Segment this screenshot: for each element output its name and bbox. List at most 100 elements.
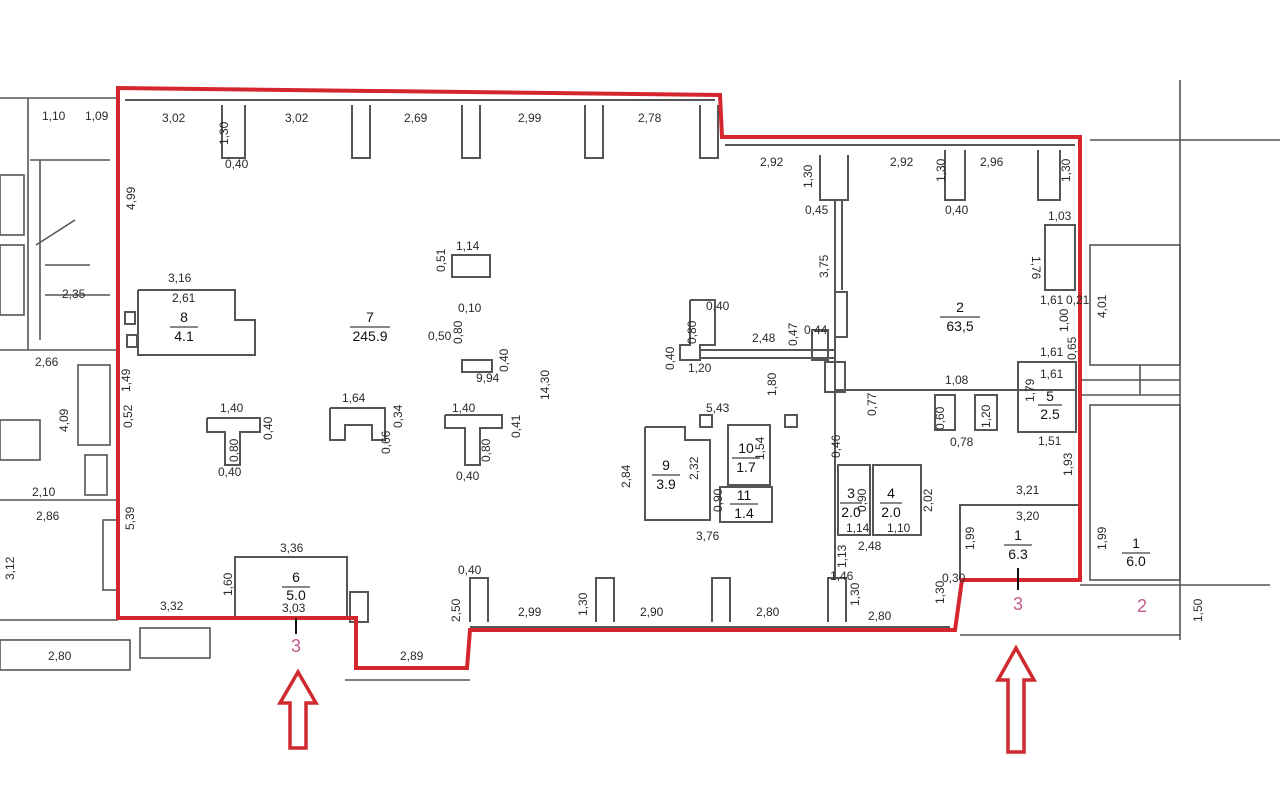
dimension-label: 1,49 (119, 368, 133, 392)
dimension-label: 1,30 (217, 121, 231, 145)
dimension-labels: 1,10 1,09 3,02 1,30 3,02 2,69 2,99 2,78 … (3, 109, 1205, 663)
svg-text:2: 2 (956, 299, 964, 315)
dimension-label: 5,43 (706, 401, 730, 415)
room-1-adjacent: 1 6.0 (1122, 535, 1150, 569)
room-2: 2 63,5 (940, 299, 980, 334)
section-marks: 3 3 2 (291, 594, 1147, 656)
dimension-label: 2,50 (449, 598, 463, 622)
section-mark: 2 (1137, 596, 1147, 616)
dimension-label: 1,64 (342, 391, 366, 405)
svg-text:4: 4 (887, 485, 895, 501)
svg-text:6: 6 (292, 569, 300, 585)
svg-text:6.3: 6.3 (1008, 546, 1028, 562)
dimension-label: 0,77 (865, 392, 879, 416)
dimension-label: 0,40 (225, 157, 249, 171)
dimension-label: 1,30 (1059, 158, 1073, 182)
dimension-label: 3,16 (168, 271, 192, 285)
dimension-label: 1,40 (220, 401, 244, 415)
svg-text:11: 11 (737, 487, 752, 503)
dimension-label: 0,60 (933, 406, 947, 430)
dimension-label: 0,41 (509, 414, 523, 438)
dimension-label: 2,35 (62, 287, 86, 301)
svg-text:2.5: 2.5 (1040, 406, 1060, 422)
dimension-label: 0,46 (829, 434, 843, 458)
dimension-label: 0,40 (945, 203, 969, 217)
dimension-label: 1,93 (1061, 452, 1075, 476)
dimension-label: 2,86 (36, 509, 60, 523)
dimension-label: 2,48 (752, 331, 776, 345)
room-6: 6 5.0 (282, 569, 310, 603)
room-1: 1 6.3 (1004, 527, 1032, 562)
dimension-label: 1,30 (933, 580, 947, 604)
dimension-label: 0,40 (497, 348, 511, 372)
room-10: 10 1.7 (732, 440, 760, 475)
dimension-label: 0,40 (706, 299, 730, 313)
dimension-label: 3,12 (3, 556, 17, 580)
dimension-label: 2,89 (400, 649, 424, 663)
dimension-label: 0,78 (950, 435, 974, 449)
dimension-label: 2,10 (32, 485, 56, 499)
dimension-label: 0,90 (855, 488, 869, 512)
dimension-label: 9,94 (476, 371, 500, 385)
dimension-label: 0,80 (227, 438, 241, 462)
dimension-label: 2,80 (48, 649, 72, 663)
dimension-label: 1,79 (1023, 378, 1037, 402)
section-mark: 3 (291, 636, 301, 656)
dimension-label: 1,10 (887, 521, 911, 535)
dimension-label: 1,08 (945, 373, 969, 387)
svg-text:1.7: 1.7 (736, 459, 756, 475)
dimension-label: 3,02 (285, 111, 309, 125)
room-9: 9 3.9 (652, 457, 680, 492)
entrance-arrow-right (995, 644, 1037, 754)
svg-text:9: 9 (662, 457, 670, 473)
dimension-label: 3,03 (282, 601, 306, 615)
dimension-label: 1,50 (1191, 598, 1205, 622)
svg-text:8: 8 (180, 309, 188, 325)
dimension-label: 0,34 (391, 404, 405, 428)
dimension-label: 1,20 (979, 404, 993, 428)
dimension-label: 14,30 (538, 370, 552, 400)
dimension-label: 2,80 (756, 605, 780, 619)
dimension-label: 2,69 (404, 111, 428, 125)
dimension-label: 0,30 (942, 571, 966, 585)
room-3: 3 2.0 (840, 485, 862, 520)
svg-text:1: 1 (1132, 535, 1140, 551)
dimension-label: 1,61 (1040, 345, 1064, 359)
dimension-label: 3,76 (696, 529, 720, 543)
dimension-label: 0,80 (685, 320, 699, 344)
dimension-label: 2,92 (760, 155, 784, 169)
svg-text:5.0: 5.0 (286, 587, 306, 603)
dimension-label: 0,66 (379, 430, 393, 454)
svg-text:245.9: 245.9 (352, 328, 387, 344)
dimension-label: 2,61 (172, 291, 196, 305)
dimension-label: 0,80 (451, 320, 465, 344)
dimension-label: 2,99 (518, 111, 542, 125)
room-4: 4 2.0 (880, 485, 902, 520)
dimension-label: 1,46 (830, 569, 854, 583)
dimension-label: 0,10 (458, 301, 482, 315)
dimension-label: 1,51 (1038, 434, 1062, 448)
dimension-label: 0,21 (1066, 293, 1090, 307)
dimension-label: 3,02 (162, 111, 186, 125)
dimension-label: 0,45 (805, 203, 829, 217)
adjacent-walls-left (0, 97, 470, 681)
dimension-label: 2,48 (858, 539, 882, 553)
svg-text:4.1: 4.1 (174, 328, 194, 344)
dimension-label: 1,61 (1040, 293, 1064, 307)
dimension-label: 1,13 (835, 544, 849, 568)
dimension-label: 1,99 (963, 526, 977, 550)
entrance-arrow-left (276, 668, 320, 750)
svg-text:1: 1 (1014, 527, 1022, 543)
dimension-label: 1,03 (1048, 209, 1072, 223)
dimension-label: 1,76 (1029, 256, 1043, 280)
dimension-label: 4,01 (1095, 294, 1109, 318)
dimension-label: 3,21 (1016, 483, 1040, 497)
dimension-label: 3,75 (817, 254, 831, 278)
dimension-label: 0,40 (456, 469, 480, 483)
svg-text:63,5: 63,5 (946, 318, 973, 334)
dimension-label: 2,32 (687, 456, 701, 480)
leased-area-boundary (116, 85, 1082, 670)
dimension-label: 1,54 (753, 436, 767, 460)
svg-text:6.0: 6.0 (1126, 553, 1146, 569)
dimension-label: 1,20 (688, 361, 712, 375)
